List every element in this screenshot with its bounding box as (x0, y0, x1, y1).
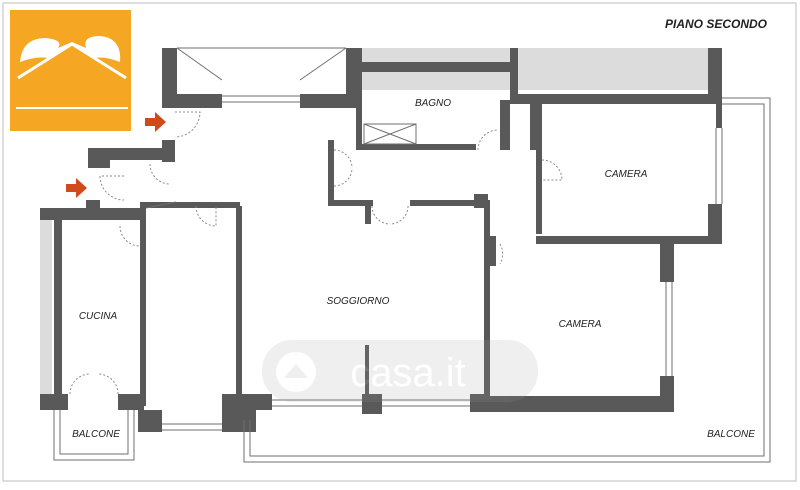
walls (40, 48, 722, 432)
terrace-hatch-left (40, 220, 52, 395)
room-label-cucina: CUCINA (79, 311, 118, 322)
house-roof-logo-icon (16, 36, 128, 109)
room-labels: BAGNO CAMERA CAMERA SOGGIORNO CUCINA BAL… (72, 98, 755, 440)
entrance-arrow-icon (145, 112, 166, 132)
watermark: casa.it (262, 340, 538, 402)
room-label-soggiorno: SOGGIORNO (327, 296, 390, 307)
entrance-arrow-icon (66, 178, 87, 198)
floor-title: PIANO SECONDO (665, 17, 768, 31)
room-label-bagno: BAGNO (415, 98, 451, 109)
watermark-text: casa.it (350, 351, 466, 395)
room-label-balcone-right: BALCONE (707, 429, 755, 440)
logo (10, 10, 131, 131)
room-label-balcone-left: BALCONE (72, 429, 120, 440)
page-frame (2, 2, 797, 482)
room-label-camera-top: CAMERA (605, 169, 648, 180)
thin-lines (53, 47, 771, 463)
door-swings (69, 111, 563, 395)
room-label-camera-bottom: CAMERA (559, 319, 602, 330)
house-watermark-icon (276, 352, 316, 392)
